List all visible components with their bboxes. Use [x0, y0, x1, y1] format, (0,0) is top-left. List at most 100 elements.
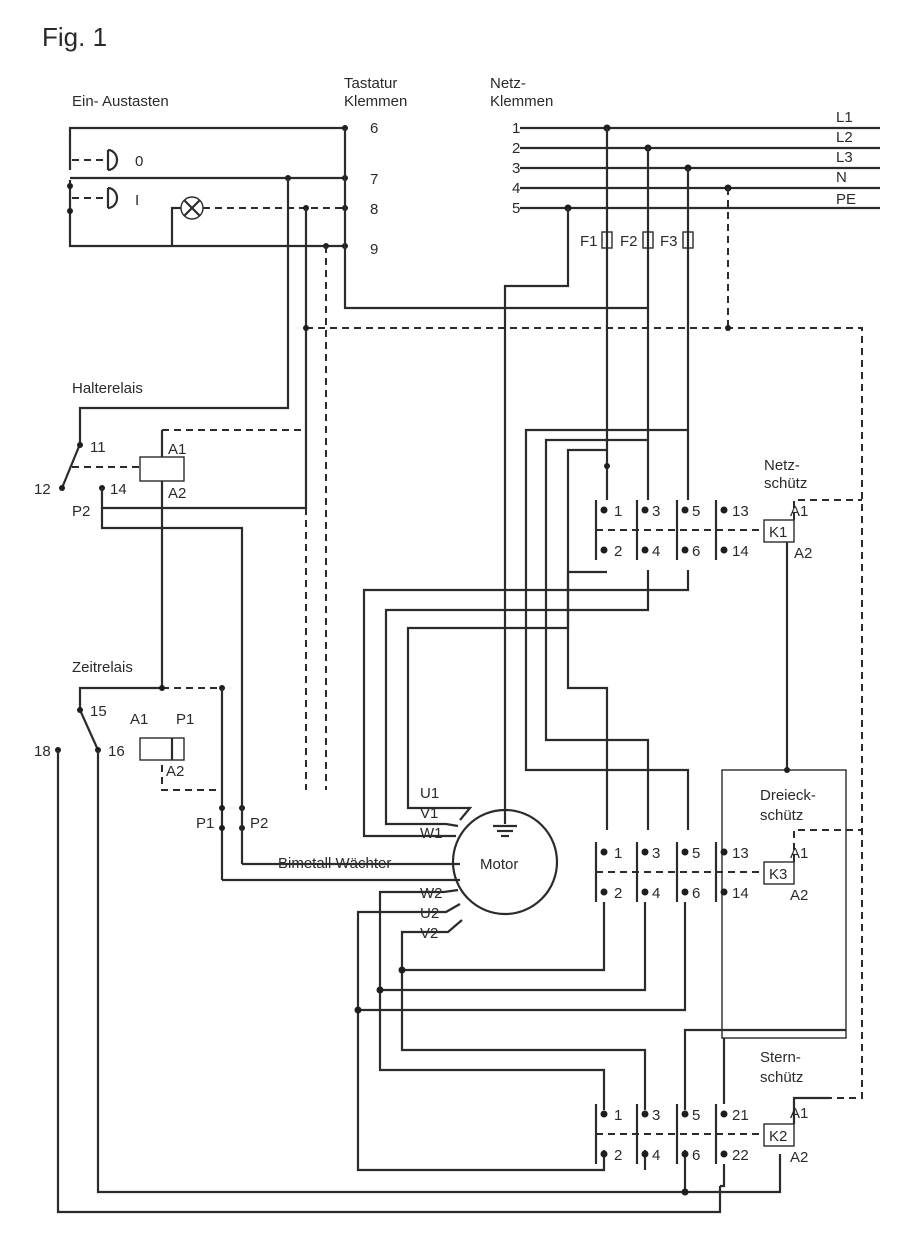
kbd-terminal-7: 7 [370, 171, 378, 188]
winding-w1: W1 [420, 825, 443, 842]
zeit-coil-a2: A2 [166, 763, 184, 780]
kbd-terminal-9: 9 [370, 241, 378, 258]
line-pe: PE [836, 191, 856, 208]
bimetall-pin-p1: P1 [196, 815, 214, 832]
fuse-f1: F1 [580, 233, 598, 250]
label-dreieck-2: schütz [760, 807, 803, 824]
fuse-f2: F2 [620, 233, 638, 250]
motor-label: Motor [480, 856, 518, 873]
winding-w2: W2 [420, 885, 443, 902]
k3-top-5: 5 [692, 845, 700, 862]
fuse-f3: F3 [660, 233, 678, 250]
k3-top-13: 13 [732, 845, 749, 862]
k1-top-5: 5 [692, 503, 700, 520]
halte-contact-11: 11 [90, 439, 106, 456]
mains-terminal-4: 4 [512, 180, 520, 197]
zeit-contact-15: 15 [90, 703, 107, 720]
label-bimetall: Bimetall Wächter [278, 855, 391, 872]
contactor-k1 [594, 499, 862, 770]
k2-bot-4: 4 [652, 1147, 660, 1164]
label-ein-austasten: Ein- Austasten [72, 93, 169, 110]
label-klemmen-2: Klemmen [490, 93, 553, 110]
k1-bot-14: 14 [732, 543, 749, 560]
line-l1: L1 [836, 109, 853, 126]
halte-coil-a1: A1 [168, 441, 186, 458]
winding-v1: V1 [420, 805, 438, 822]
line-n: N [836, 169, 847, 186]
k3-bot-14: 14 [732, 885, 749, 902]
label-stern-2: schütz [760, 1069, 803, 1086]
fuses [601, 128, 694, 420]
zeit-coil-a1: A1 [130, 711, 148, 728]
k1-top-3: 3 [652, 503, 660, 520]
k1-bot-6: 6 [692, 543, 700, 560]
k2-coil-a1: A1 [790, 1105, 808, 1122]
k2-coil-a2: A2 [790, 1149, 808, 1166]
k3-top-1: 1 [614, 845, 622, 862]
label-tastatur: Tastatur [344, 75, 397, 92]
motor-upper-wiring [362, 208, 690, 838]
k1-name: K1 [769, 524, 787, 541]
mains-terminal-5: 5 [512, 200, 520, 217]
zeit-contact-18: 18 [34, 743, 51, 760]
label-netz-2: schütz [764, 475, 807, 492]
motor-lower-wiring [354, 888, 846, 1196]
winding-u1: U1 [420, 785, 439, 802]
kbd-terminal-8: 8 [370, 201, 378, 218]
k1-coil-a2: A2 [794, 545, 812, 562]
label-dreieck-1: Dreieck- [760, 787, 816, 804]
switch-on-label: I [135, 192, 139, 209]
wire-k6-mains [343, 128, 648, 310]
contactor-k2 [594, 1038, 830, 1188]
mains-terminal-2: 2 [512, 140, 520, 157]
k2-top-5: 5 [692, 1107, 700, 1124]
k1-top-1: 1 [614, 503, 622, 520]
k2-name: K2 [769, 1128, 787, 1145]
winding-u2: U2 [420, 905, 439, 922]
label-zeitrelais: Zeitrelais [72, 659, 133, 676]
zeit-contact-16: 16 [108, 743, 125, 760]
k2-bot-22: 22 [732, 1147, 749, 1164]
winding-v2: V2 [420, 925, 438, 942]
label-klemmen-1: Klemmen [344, 93, 407, 110]
k2-top-3: 3 [652, 1107, 660, 1124]
halte-contact-12: 12 [34, 481, 51, 498]
bimetall-pin-p2: P2 [250, 815, 268, 832]
k2-bot-2: 2 [614, 1147, 622, 1164]
halte-coil-a2: A2 [168, 485, 186, 502]
k1-top-13: 13 [732, 503, 749, 520]
line-l2: L2 [836, 129, 853, 146]
halterelais [59, 178, 308, 800]
k1-bot-2: 2 [614, 543, 622, 560]
label-netz: Netz- [490, 75, 526, 92]
switch-off-label: 0 [135, 153, 143, 170]
k2-bot-6: 6 [692, 1147, 700, 1164]
mains-terminal-1: 1 [512, 120, 520, 137]
control-dashed-main [306, 327, 863, 1099]
k3-name: K3 [769, 866, 787, 883]
halte-contact-14: 14 [110, 481, 127, 498]
k3-coil-a1: A1 [790, 845, 808, 862]
k1-bot-4: 4 [652, 543, 660, 560]
k2-top-1: 1 [614, 1107, 622, 1124]
k3-top-3: 3 [652, 845, 660, 862]
k2-top-21: 21 [732, 1107, 749, 1124]
zeitrelais [55, 685, 225, 791]
k1-coil-a1: A1 [790, 503, 808, 520]
line-l3: L3 [836, 149, 853, 166]
kbd-terminal-6: 6 [370, 120, 378, 137]
figure-title: Fig. 1 [42, 22, 107, 52]
mains-lines [520, 126, 880, 210]
label-stern-1: Stern- [760, 1049, 801, 1066]
label-halterelais: Halterelais [72, 380, 143, 397]
label-netz-1: Netz- [764, 457, 800, 474]
k3-bot-6: 6 [692, 885, 700, 902]
bimetall-wiring [56, 688, 782, 1214]
halte-pin-p2: P2 [72, 503, 90, 520]
k3-coil-a2: A2 [790, 887, 808, 904]
switch-block [67, 125, 348, 249]
zeit-pin-p1: P1 [176, 711, 194, 728]
contactor-k3 [594, 829, 862, 902]
mains-terminal-3: 3 [512, 160, 520, 177]
